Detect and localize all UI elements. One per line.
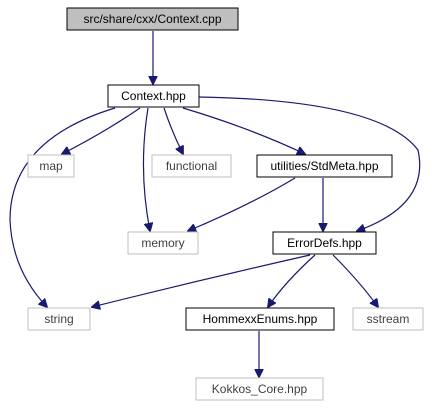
edge-context_hpp-to-stdmeta xyxy=(182,107,305,154)
node-label-hommexx: HommexxEnums.hpp xyxy=(203,312,318,326)
edge-errordefs-to-string xyxy=(92,254,311,307)
node-box-functional xyxy=(151,154,232,178)
edge-context_hpp-to-memory xyxy=(142,107,150,231)
node-errordefs[interactable]: ErrorDefs.hpp xyxy=(272,231,377,255)
node-label-string: string xyxy=(44,312,73,326)
node-label-functional: functional xyxy=(166,159,217,173)
node-box-stdmeta xyxy=(256,154,393,178)
edges xyxy=(9,31,421,377)
node-box-string xyxy=(27,307,91,331)
node-box-sstream xyxy=(352,307,424,331)
node-box-errordefs xyxy=(272,231,377,255)
edge-context_hpp-to-functional xyxy=(163,107,183,154)
edge-context_hpp-to-map xyxy=(62,107,141,154)
node-label-errordefs: ErrorDefs.hpp xyxy=(287,236,362,250)
node-box-hommexx xyxy=(185,307,335,331)
edge-context_hpp-to-errordefs xyxy=(198,96,421,231)
node-label-context_cpp: src/share/cxx/Context.cpp xyxy=(83,12,221,26)
node-context_hpp[interactable]: Context.hpp xyxy=(107,84,200,108)
node-label-context_hpp: Context.hpp xyxy=(121,89,186,103)
node-label-stdmeta: utilities/StdMeta.hpp xyxy=(270,159,378,173)
node-functional: functional xyxy=(151,154,232,178)
edge-stdmeta-to-memory xyxy=(188,177,296,231)
node-hommexx[interactable]: HommexxEnums.hpp xyxy=(185,307,335,331)
edge-errordefs-to-sstream xyxy=(332,254,378,307)
edge-context_hpp-to-string xyxy=(9,107,116,307)
node-string: string xyxy=(27,307,91,331)
node-label-map: map xyxy=(39,159,63,173)
node-sstream: sstream xyxy=(352,307,424,331)
node-box-kokkos xyxy=(195,377,324,401)
node-map: map xyxy=(27,154,75,178)
node-memory: memory xyxy=(127,231,199,255)
node-stdmeta[interactable]: utilities/StdMeta.hpp xyxy=(256,154,393,178)
node-box-map xyxy=(27,154,75,178)
node-context_cpp[interactable]: src/share/cxx/Context.cpp xyxy=(66,7,239,31)
node-box-context_hpp xyxy=(107,84,200,108)
node-label-kokkos: Kokkos_Core.hpp xyxy=(212,382,308,396)
node-kokkos: Kokkos_Core.hpp xyxy=(195,377,324,401)
node-label-sstream: sstream xyxy=(367,312,410,326)
node-box-memory xyxy=(127,231,199,255)
edge-errordefs-to-hommexx xyxy=(268,254,316,307)
node-label-memory: memory xyxy=(141,236,184,250)
node-box-context_cpp xyxy=(66,7,239,31)
